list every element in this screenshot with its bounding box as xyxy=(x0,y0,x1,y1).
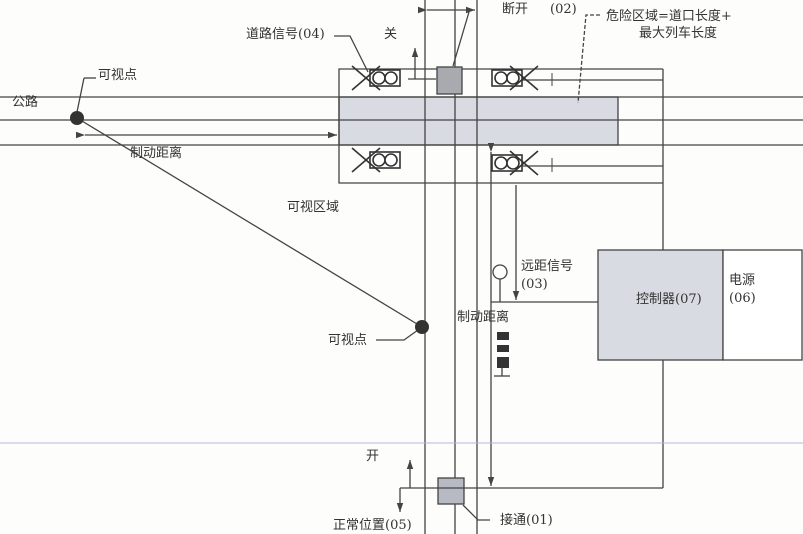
road-signal-top-right-icon xyxy=(491,65,539,91)
road-signal-top-left-icon xyxy=(351,65,401,91)
disconnect-code: (02) xyxy=(550,2,577,17)
normal-position-label: 正常位置(05) xyxy=(333,518,412,533)
visible-area-label: 可视区域 xyxy=(287,200,340,215)
disconnect-detector xyxy=(436,66,463,95)
road-signal-label: 道路信号(04) xyxy=(246,27,325,42)
distant-signal-label: 远距信号 xyxy=(521,259,574,274)
braking-distance-board-icon xyxy=(497,332,509,368)
controller-label: 控制器(07) xyxy=(636,292,702,307)
view-point-track-icon xyxy=(415,320,429,334)
power-label: 电源 xyxy=(729,273,756,288)
distant-signal-icon xyxy=(492,264,508,280)
distant-signal-code: (03) xyxy=(521,277,548,292)
road-label: 公路 xyxy=(12,95,39,110)
power-box xyxy=(722,249,803,361)
connect-label: 接通(01) xyxy=(500,513,553,528)
view-point-track-label: 可视点 xyxy=(328,333,368,348)
view-point-road-label: 可视点 xyxy=(98,68,138,83)
connect-detector xyxy=(437,477,465,505)
open-label: 开 xyxy=(366,449,380,464)
road-signal-bottom-left-icon xyxy=(351,147,401,173)
close-label: 关 xyxy=(384,27,398,42)
road-signal-bottom-right-icon xyxy=(491,150,539,176)
view-point-road-icon xyxy=(70,111,84,125)
danger-zone-label-1: 危险区域=道口长度+ xyxy=(606,9,732,24)
power-code: (06) xyxy=(729,291,756,306)
danger-zone xyxy=(338,96,619,146)
danger-zone-label-2: 最大列车长度 xyxy=(639,26,718,41)
braking-distance-road-label: 制动距离 xyxy=(130,146,183,161)
disconnect-label: 断开 xyxy=(502,2,529,17)
crossing-frame xyxy=(338,68,663,184)
braking-distance-track-label: 制动距离 xyxy=(457,310,510,325)
sight-line xyxy=(76,117,423,328)
